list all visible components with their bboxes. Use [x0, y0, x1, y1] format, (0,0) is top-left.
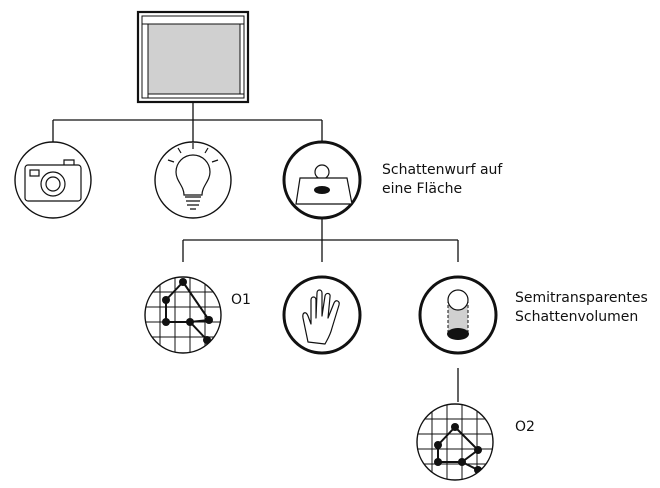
projection-label-line1: Schattenwurf auf: [382, 162, 503, 178]
volume-label-line2: Schattenvolumen: [515, 309, 638, 325]
volume-label-line1: Semitransparentes: [515, 290, 648, 306]
projection-label-line2: eine Fläche: [382, 181, 462, 197]
mesh-node-o2: [416, 403, 494, 481]
mesh-graph-icon: [145, 277, 221, 353]
shadow-volume-node: [418, 275, 498, 355]
window-icon: [136, 10, 250, 104]
shadow-projection-node: [282, 140, 362, 220]
shadow-projection-icon: [295, 164, 353, 205]
connector-root: [52, 102, 323, 145]
light-bulb-icon: [167, 143, 219, 210]
camera-icon: [24, 159, 82, 202]
connectors: [52, 102, 459, 402]
connector-projection: [182, 212, 459, 262]
shadow-volume-icon: [447, 289, 469, 340]
mesh-node-o1: [144, 276, 222, 354]
mesh1-label: O1: [231, 292, 251, 308]
light-node: [154, 141, 232, 219]
mesh2-label: O2: [515, 419, 535, 435]
hand-icon: [302, 289, 340, 345]
camera-node: [14, 141, 92, 219]
mesh-graph-icon: [417, 404, 493, 480]
hand-node: [282, 275, 362, 355]
